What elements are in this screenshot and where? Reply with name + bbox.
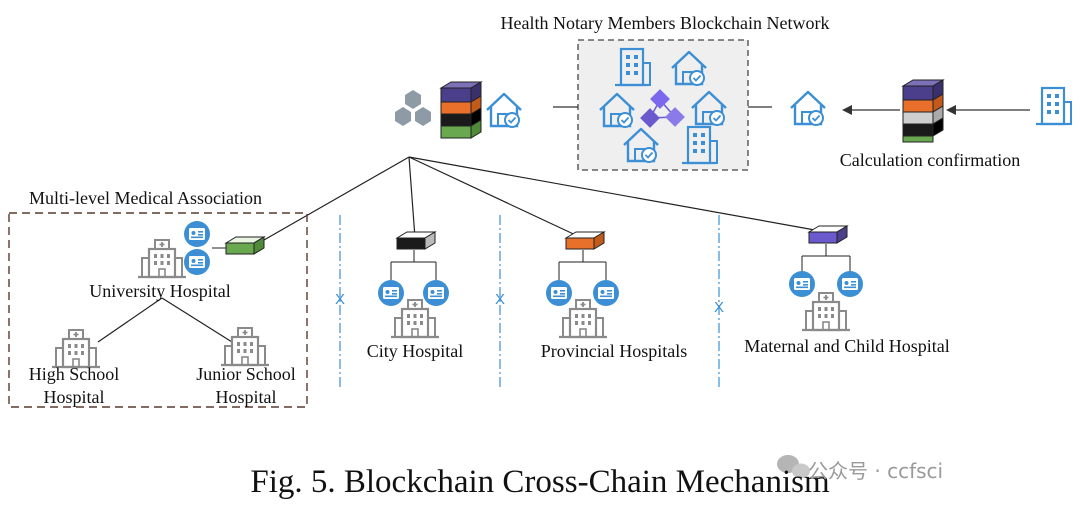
black-block xyxy=(395,231,437,250)
block-stack-right xyxy=(901,79,945,143)
provincial-hospitals-label: Provincial Hospitals xyxy=(540,341,688,361)
association-title: Multi-level Medical Association xyxy=(29,188,262,208)
id-badge-icon xyxy=(789,271,815,297)
separator-mark: X xyxy=(494,291,506,308)
hub-lines xyxy=(263,156,827,241)
house-check-icon xyxy=(485,92,523,129)
university-hospital-label: University Hospital xyxy=(89,281,231,301)
hospital-icon xyxy=(136,238,188,279)
building-icon xyxy=(1034,86,1073,126)
block-stack-left xyxy=(439,81,483,139)
id-badge-icon xyxy=(546,280,572,306)
orange-block xyxy=(564,231,606,250)
id-badge-icon xyxy=(378,280,404,306)
hospital-icon xyxy=(219,326,271,367)
purple-block xyxy=(807,225,849,244)
junior-school-label-line2: Hospital xyxy=(215,387,277,407)
green-block xyxy=(224,236,266,255)
id-badge-icon xyxy=(837,271,863,297)
network-title: Health Notary Members Blockchain Network xyxy=(500,13,830,33)
hospital-icon xyxy=(800,291,852,332)
city-hospital-label: City Hospital xyxy=(366,341,464,361)
high-school-label-line2: Hospital xyxy=(43,387,105,407)
maternal-hospital-label: Maternal and Child Hospital xyxy=(744,336,950,356)
id-badge-icon xyxy=(184,249,210,275)
arrow-head xyxy=(842,105,852,115)
hospital-icon xyxy=(50,328,102,369)
separators xyxy=(339,215,720,390)
separator-mark: X xyxy=(713,299,725,316)
hospital-icon xyxy=(389,298,441,339)
house-check-icon xyxy=(789,90,827,127)
separator-mark: X xyxy=(334,291,346,308)
high-school-label-line1: High School xyxy=(28,364,120,384)
association-box xyxy=(8,212,308,408)
id-badge-icon xyxy=(423,280,449,306)
figure-caption: Fig. 5. Blockchain Cross-Chain Mechanism xyxy=(250,464,830,500)
confirmation-label: Calculation confirmation xyxy=(839,150,1021,170)
arrow-head xyxy=(946,105,956,115)
watermark: 公众号 · ccfsci xyxy=(808,459,944,483)
id-badge-icon xyxy=(184,221,210,247)
wechat-icon xyxy=(777,455,810,479)
hospital-icon xyxy=(557,298,609,339)
gray-cubes-logo xyxy=(395,90,431,126)
junior-school-label-line1: Junior School xyxy=(196,364,296,384)
id-badge-icon xyxy=(593,280,619,306)
